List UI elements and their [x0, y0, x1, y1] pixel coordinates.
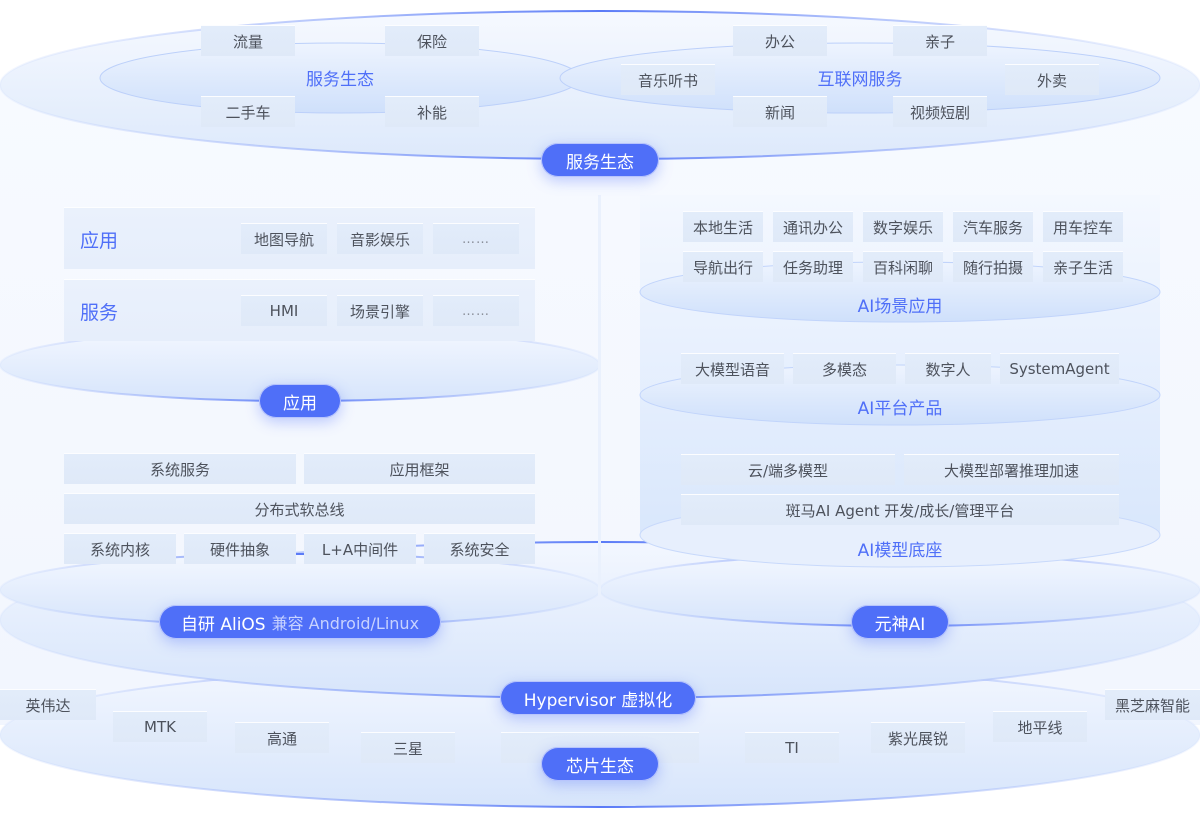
pill-alios-main: 自研 AliOS: [180, 614, 266, 635]
pill-alios-sub: 兼容 Android/Linux: [271, 614, 420, 633]
tag-family-life: 亲子生活: [1043, 251, 1123, 282]
tag-short-video: 视频短剧: [893, 96, 987, 127]
service-row-title: 服务: [80, 302, 119, 324]
tag-av-entertainment: 音影娱乐: [337, 223, 423, 254]
tag-music-audiobook: 音乐听书: [621, 64, 715, 95]
tag-system-services: 系统服务: [64, 453, 296, 484]
pill-hypervisor: Hypervisor 虚拟化: [500, 681, 696, 715]
tag-insurance: 保险: [385, 25, 479, 56]
pill-service-ecosystem: 服务生态: [541, 143, 659, 177]
tag-energy: 补能: [385, 96, 479, 127]
tag-comm-office: 通讯办公: [773, 211, 853, 242]
tag-map-navigation: 地图导航: [241, 223, 327, 254]
ai-scene-apps-label: AI场景应用: [857, 296, 943, 317]
tag-cloud-edge-models: 云/端多模型: [681, 454, 895, 485]
tag-app-framework: 应用框架: [304, 453, 535, 484]
tag-local-life: 本地生活: [683, 211, 763, 242]
tag-used-car: 二手车: [201, 96, 295, 127]
tag-takeout: 外卖: [1005, 64, 1099, 95]
tag-black-sesame: 黑芝麻智能: [1105, 689, 1200, 720]
tag-travel-photo: 随行拍摄: [953, 251, 1033, 282]
internet-services-label: 互联网服务: [817, 69, 903, 90]
tag-qualcomm: 高通: [235, 722, 329, 753]
tag-system-security: 系统安全: [424, 533, 535, 564]
tag-mtk: MTK: [113, 711, 207, 742]
tag-more: ……: [433, 295, 519, 326]
pill-chip-ecosystem: 芯片生态: [541, 747, 659, 781]
tag-vehicle-control: 用车控车: [1043, 211, 1123, 242]
tag-hardware-abstraction: 硬件抽象: [184, 533, 296, 564]
tag-systemagent: SystemAgent: [1000, 353, 1119, 384]
tag-digital-human: 数字人: [905, 353, 991, 384]
pill-alios: 自研 AliOS 兼容 Android/Linux: [159, 605, 441, 639]
service-ecosystem-label: 服务生态: [306, 69, 374, 90]
ai-model-base-label: AI模型底座: [857, 540, 943, 561]
tag-navigation-travel: 导航出行: [683, 251, 763, 282]
tag-ti: TI: [745, 732, 839, 763]
tag-news: 新闻: [733, 96, 827, 127]
tag-horizon: 地平线: [993, 711, 1087, 742]
pill-application: 应用: [259, 384, 341, 418]
tag-hmi: HMI: [241, 295, 327, 326]
app-row-title: 应用: [80, 230, 119, 252]
tag-samsung: 三星: [361, 732, 455, 763]
tag-multimodal: 多模态: [793, 353, 896, 384]
tag-digital-entertainment: 数字娱乐: [863, 211, 943, 242]
tag-distributed-softbus: 分布式软总线: [64, 493, 535, 524]
tag-parenting: 亲子: [893, 25, 987, 56]
tag-system-kernel: 系统内核: [64, 533, 176, 564]
tag-nvidia: 英伟达: [0, 689, 96, 720]
ai-platform-label: AI平台产品: [857, 398, 943, 419]
tag-encyclopedia-chat: 百科闲聊: [863, 251, 943, 282]
tag-office: 办公: [733, 25, 827, 56]
tag-llm-voice: 大模型语音: [681, 353, 784, 384]
tag-scene-engine: 场景引擎: [337, 295, 423, 326]
tag-llm-deploy-accel: 大模型部署推理加速: [904, 454, 1119, 485]
tag-traffic: 流量: [201, 25, 295, 56]
tag-agent-platform: 斑马AI Agent 开发/成长/管理平台: [681, 494, 1119, 525]
tag-la-middleware: L+A中间件: [304, 533, 416, 564]
tag-car-services: 汽车服务: [953, 211, 1033, 242]
pill-yuanshen-ai: 元神AI: [851, 605, 949, 639]
tag-task-assistant: 任务助理: [773, 251, 853, 282]
tag-unisoc: 紫光展锐: [871, 722, 965, 753]
tag-more: ……: [433, 223, 519, 254]
